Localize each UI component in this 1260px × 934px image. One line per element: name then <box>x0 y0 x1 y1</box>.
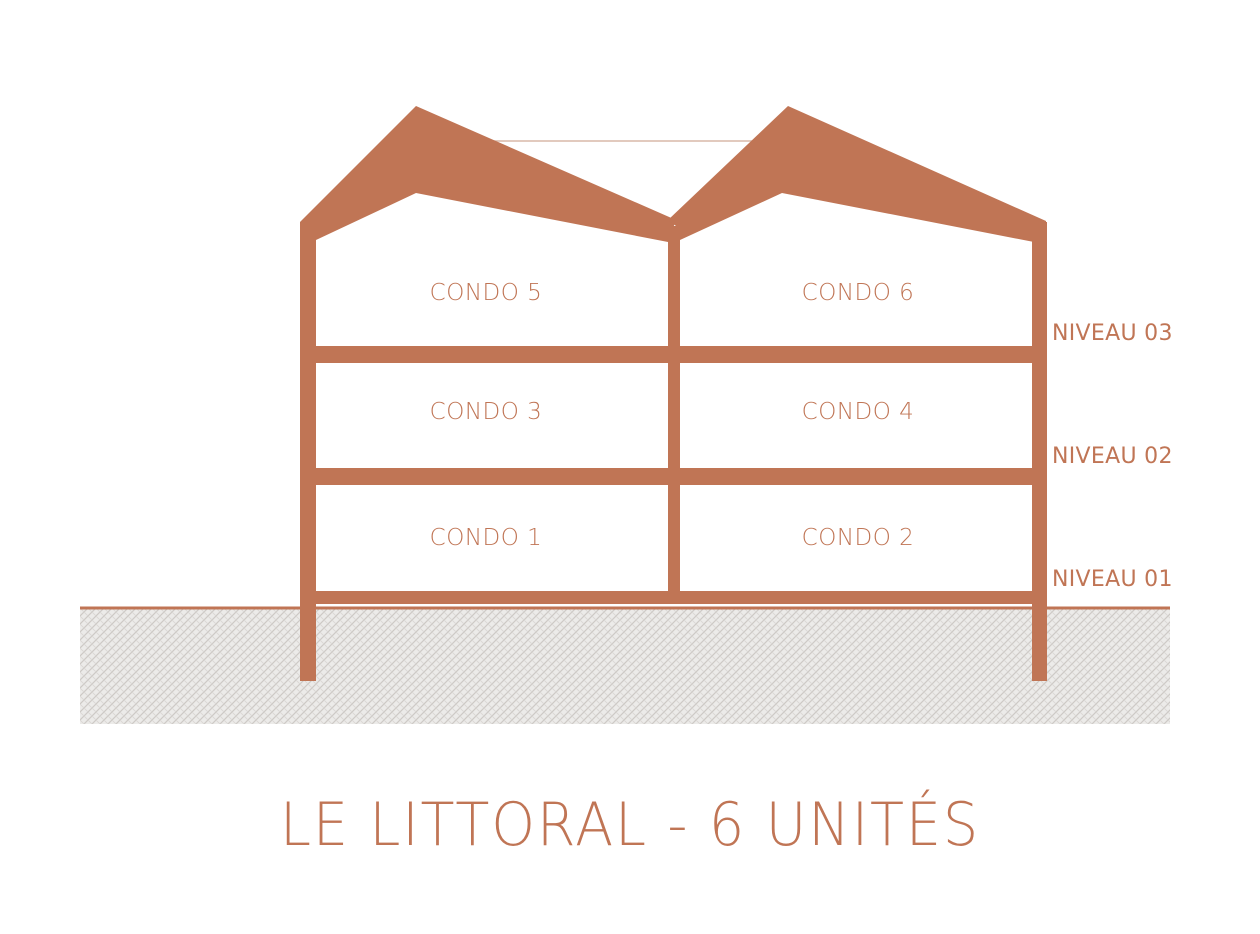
condo-3-label: CONDO 3 <box>430 399 543 425</box>
diagram-title: LE LITTORAL - 6 UNITÉS <box>280 788 980 860</box>
condo-6-label: CONDO 6 <box>802 280 915 306</box>
level-01-label: NIVEAU 01 <box>1052 567 1173 592</box>
central-wall <box>668 226 680 604</box>
right-exterior-wall <box>1032 222 1047 681</box>
condo-4-label: CONDO 4 <box>802 399 915 425</box>
floor-slab-level-01 <box>300 591 1047 604</box>
condo-1-label: CONDO 1 <box>430 525 543 551</box>
left-roof <box>300 106 676 242</box>
right-roof <box>668 106 1046 242</box>
floor-slab-level-02 <box>300 468 1047 485</box>
condo-2-label: CONDO 2 <box>802 525 915 551</box>
condo-5-label: CONDO 5 <box>430 280 543 306</box>
floor-slab-level-03 <box>300 346 1047 363</box>
level-03-label: NIVEAU 03 <box>1052 321 1173 346</box>
left-exterior-wall <box>300 222 316 681</box>
level-02-label: NIVEAU 02 <box>1052 444 1173 469</box>
ground-area <box>80 608 1170 724</box>
building-structure <box>300 106 1047 681</box>
